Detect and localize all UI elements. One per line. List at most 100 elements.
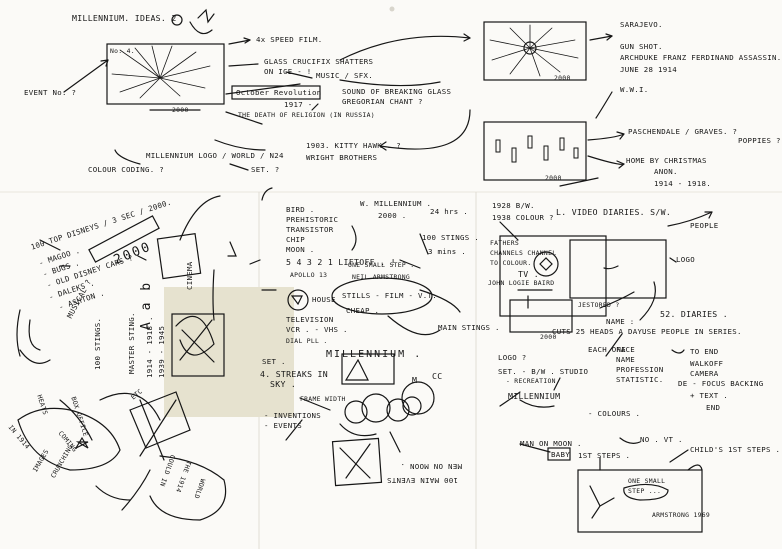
logo-question: LOGO ? — [498, 353, 527, 362]
glass-crucifix-line1: GLASS CRUCIFIX SHATTERS — [264, 57, 374, 66]
middle-list-3: TRANSISTOR — [286, 225, 334, 234]
diaries-1938: 1938 COLOUR ? — [492, 213, 554, 222]
man-on-moon: MAN ON MOON . — [520, 439, 582, 448]
stings-100: 100 STINGS . — [422, 233, 479, 242]
letter-m: M — [412, 375, 418, 385]
men-on-moon-rot: MEN ON MOON . — [400, 462, 462, 471]
to-end: TO END — [690, 347, 719, 356]
sheet-title: MILLENNIUM. IDEAS. 2 — [72, 13, 177, 23]
no-vt: NO . VT . — [640, 435, 683, 444]
cuts-note: CUTS 25 HEADS A DAY. — [552, 327, 647, 336]
childs-first-steps: CHILD'S 1ST STEPS . — [690, 445, 781, 454]
countdown: 5 4 3 2 1 LIFTOFF . ! — [286, 257, 396, 267]
sarajevo-line3: ARCHDUKE FRANZ FERDINAND ASSASSIN. — [620, 53, 782, 62]
profession-item: PROFESSION — [616, 365, 664, 374]
colour-coding: COLOUR CODING. ? — [88, 165, 164, 174]
recreation-note: - RECREATION — [506, 377, 556, 385]
colours-note: - COLOURS . — [588, 409, 641, 418]
millennium-logo-note: MILLENNIUM LOGO / WORLD / N24 — [146, 151, 284, 160]
letter-cc: CC — [432, 371, 443, 381]
television-note: TELEVISION — [286, 315, 334, 324]
name-item: NAME — [616, 355, 635, 364]
jestored-note: JESTORED ? — [578, 301, 620, 309]
middle-list-2: PREHISTORIC — [286, 215, 339, 224]
main-events-rot: 100 MAIN EVENTS — [386, 476, 458, 485]
house-note: HOUSE — [312, 295, 336, 304]
ww1-label: W.W.I. — [620, 85, 649, 94]
glass-crucifix-line2: ON ICE - ! — [264, 67, 312, 76]
one-small-step-2: STEP ... — [628, 487, 662, 495]
fathers-line3: TO COLOUR. — [490, 259, 532, 267]
taped-paper-shading — [164, 287, 294, 417]
video-diaries: L. VIDEO DIARIES. S/W. — [556, 207, 672, 217]
sarajevo-line1: SARAJEVO. — [620, 20, 663, 29]
left-bottom-b: MASTER STING. — [127, 312, 136, 374]
middle-list-4: CHIP — [286, 235, 305, 244]
home-christmas-line1: HOME BY CHRISTMAS — [626, 156, 707, 165]
sound-glass-line2: GREGORIAN CHANT ? — [342, 97, 423, 106]
face-label: FACE — [616, 345, 635, 354]
walk-item-4: + TEXT . — [690, 391, 728, 400]
diaries-52: 52. DIARIES . — [660, 309, 728, 319]
streaks-line1: 4. STREAKS IN — [260, 369, 328, 379]
left-bottom-a: 100 STINGS. — [93, 317, 102, 370]
millennium-word: MILLENNIUM . — [326, 349, 423, 360]
walk-item-3: DE - FOCUS BACKING — [678, 379, 764, 388]
year-1917: 1917 - — [284, 100, 313, 109]
cheap-note: CHEAP . — [346, 306, 380, 315]
walk-item-5: END — [706, 403, 721, 412]
home-christmas-line2: ANON. — [654, 167, 678, 176]
diaries-1928: 1928 B/W. — [492, 201, 535, 210]
frame-width-note: FRAME WIDTH — [300, 395, 346, 403]
death-of-religion: THE DEATH OF RELIGION (IN RUSSIA) — [238, 111, 375, 119]
main-stings: MAIN STINGS . — [438, 323, 500, 332]
armstrong-1969: ARMSTRONG 1969 — [652, 511, 711, 519]
vcr-vhs: VCR . - VHS . — [286, 325, 348, 334]
right-counter: 2000 — [540, 333, 557, 341]
millennium-right: MILLENNIUM — [508, 391, 561, 401]
speed-film-note: 4x SPEED FILM. — [256, 35, 323, 44]
kitty-hawk-line2: WRIGHT BROTHERS — [306, 153, 378, 162]
name-label: NAME : — [606, 317, 635, 326]
fathers-line4: TV . — [518, 269, 539, 279]
middle-list-5: MOON . — [286, 245, 315, 254]
sarajevo-line4: JUNE 28 1914 — [620, 65, 677, 74]
home-christmas-line3: 1914 - 1918. — [654, 179, 711, 188]
middle-list-1: BIRD . — [286, 205, 315, 214]
mins-3: 3 mins . — [428, 247, 466, 256]
frame3-counter: 2000 — [545, 174, 562, 182]
letter-sketch: A a b — [139, 280, 154, 330]
inventions-note: - INVENTIONS — [264, 411, 321, 420]
logo-label: LOGO — [676, 255, 695, 264]
one-small-step-mid: ONE SMALL STEP . — [348, 261, 415, 269]
hours-24: 24 hrs . — [430, 207, 468, 216]
streaks-line2: SKY . — [270, 379, 297, 389]
sarajevo-line2: GUN SHOT. — [620, 42, 663, 51]
stills-film-vt: STILLS - FILM - V.T. — [342, 291, 437, 300]
one-small-step-1: ONE SMALL — [628, 477, 666, 485]
fathers-line1: FATHERS — [490, 239, 520, 247]
fathers-line2: CHANNELS CHANNEL — [490, 249, 557, 257]
apollo-13: APOLLO 13 — [290, 271, 328, 279]
left-years-2: 1939 - 1945 — [157, 325, 166, 378]
john-logie-baird: JOHN LOGIE BAIRD — [488, 279, 555, 287]
walk-item-1: WALKOFF — [690, 359, 724, 368]
set-note-mid: SET . — [262, 357, 286, 366]
walk-item-2: CAMERA — [690, 369, 719, 378]
event-number: EVENT No. ? — [24, 88, 77, 97]
statistic-item: STATISTIC. — [616, 375, 664, 384]
first-steps: 1ST STEPS . — [578, 451, 631, 460]
neil-armstrong: NEIL ARMSTRONG — [352, 273, 411, 281]
paschendale-note: PASCHENDALE / GRAVES. ? — [628, 127, 738, 136]
frame1-label: No. 4. — [110, 47, 135, 55]
w-millennium: W. MILLENNIUM . — [360, 199, 432, 208]
use-people: USE PEOPLE IN SERIES. — [642, 327, 742, 336]
people-label: PEOPLE — [690, 221, 719, 230]
year-2000: 2000 . — [378, 211, 407, 220]
music-sfx: MUSIC / SFX. — [316, 71, 373, 80]
poppies-note: POPPIES ? — [738, 136, 781, 145]
frame2-counter: 2000 — [554, 74, 571, 82]
set-note: SET. ? — [251, 165, 280, 174]
dial-pll: DIAL PLL . — [286, 337, 328, 345]
